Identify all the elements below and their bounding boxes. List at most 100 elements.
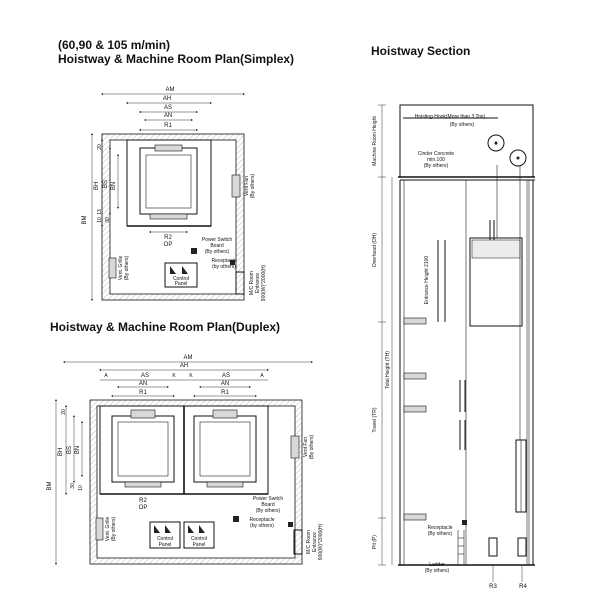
duplex-mr-entrance xyxy=(293,529,303,555)
duplex-power-switch-label: Power Switch xyxy=(253,496,284,502)
duplex-entrance-size: 900(W)*2000(H) xyxy=(318,523,324,560)
duplex-bh-label: BH xyxy=(58,448,64,456)
simplex-power-note: (By others) xyxy=(205,249,230,255)
hoistway-section: Hoisting Hook(More than 3 Ton) (By other… xyxy=(372,104,535,590)
duplex-plan: AM AH A AS K K AS A AN AN R1 R1 xyxy=(47,355,324,565)
simplex-vent-grille-label: Vent. Grille xyxy=(118,256,124,281)
section-r4-label: R4 xyxy=(519,584,527,590)
simplex-vent-grille-icon xyxy=(108,257,117,279)
simplex-op-label: OP xyxy=(164,242,173,248)
section-floor-slab-2 xyxy=(403,372,427,380)
duplex-r1-left-label: R1 xyxy=(139,390,147,396)
simplex-an-label: AN xyxy=(164,113,172,119)
hoistway-section-title: Hoistway Section xyxy=(371,44,471,58)
section-deflector-sheave xyxy=(509,149,527,167)
simplex-as-label: AS xyxy=(164,105,172,111)
simplex-r2-label: R2 xyxy=(164,235,172,241)
simplex-dim-20: 20 xyxy=(97,144,103,150)
simplex-power-switch-label: Power Switch xyxy=(202,237,233,243)
section-receptacle-note: (By others) xyxy=(428,531,453,537)
duplex-panel-left-label: Panel xyxy=(159,542,172,548)
duplex-vent-grille-note: (By others) xyxy=(111,516,117,541)
duplex-dim-10: 10 xyxy=(78,485,84,491)
duplex-car-right-inner xyxy=(199,421,251,477)
duplex-board-label: Board xyxy=(261,502,275,508)
simplex-guide-rail-top xyxy=(154,144,183,152)
simplex-panel-label: Panel xyxy=(175,281,188,287)
simplex-receptacle-icon xyxy=(230,260,235,265)
duplex-mr-access-label: M/C Room xyxy=(306,530,312,554)
duplex-as-right-label: AS xyxy=(222,373,230,379)
simplex-control-panel-icon xyxy=(170,266,188,274)
simplex-car-inner xyxy=(145,154,192,209)
duplex-sill-right xyxy=(206,481,244,488)
simplex-bn-label: BN xyxy=(111,182,117,190)
simplex-control-panel xyxy=(164,262,198,288)
speed-range-title: (60,90 & 105 m/min) xyxy=(58,38,171,52)
duplex-control-panel-right xyxy=(183,521,215,549)
section-floor-slab-4 xyxy=(403,513,427,521)
section-car xyxy=(469,237,523,327)
section-cwt-buffer xyxy=(517,537,527,557)
simplex-am-label: AM xyxy=(166,87,175,93)
simplex-board-label: Board xyxy=(210,243,224,249)
duplex-k-left-label: K xyxy=(172,373,176,379)
duplex-power-switch-icon xyxy=(233,516,239,522)
section-cinder-note: (By others) xyxy=(424,163,449,169)
duplex-vent-fan-label: Vent Fan xyxy=(303,437,309,457)
simplex-mr-access-label: M/C Room xyxy=(249,271,255,295)
simplex-vent-grille-note: (By others) xyxy=(124,255,130,280)
simplex-mr-entrance xyxy=(235,271,245,295)
section-ladder-label: Ladder xyxy=(429,562,445,568)
section-pit-label: Pit (P) xyxy=(372,535,378,549)
duplex-sill-left xyxy=(124,481,162,488)
simplex-receptacle-note: (by others) xyxy=(212,264,236,270)
duplex-ah-label: AH xyxy=(180,363,188,369)
simplex-r1-label: R1 xyxy=(164,123,172,129)
section-cinder-label: Cinder Concrete xyxy=(418,151,455,157)
simplex-dim-30: 30 xyxy=(105,217,111,223)
duplex-bn-label: BN xyxy=(75,446,81,454)
simplex-plan: AM AH AS AN R1 R2 OP BM BH BS BN 20 xyxy=(82,87,267,301)
duplex-guide-right xyxy=(212,409,238,419)
duplex-an-right-label: AN xyxy=(221,381,229,387)
duplex-an-left-label: AN xyxy=(139,381,147,387)
duplex-vent-fan-icon xyxy=(290,435,300,459)
simplex-vent-fan-label: Vent Fan xyxy=(244,176,250,196)
duplex-car-left-inner xyxy=(117,421,169,477)
duplex-receptacle-label: Receptacle xyxy=(249,517,274,523)
duplex-bm-label: BM xyxy=(47,481,53,490)
section-travel-label: Travel (TR) xyxy=(372,407,378,432)
section-car-buffer xyxy=(488,537,498,557)
duplex-op-label: OP xyxy=(139,505,148,511)
duplex-control-right-label: Control xyxy=(191,536,207,542)
simplex-entrance-label: Entrance xyxy=(255,273,261,293)
section-car-top xyxy=(471,239,521,259)
section-hook-label: Hoisting Hook(More than 3 Ton) xyxy=(415,114,486,120)
duplex-am-label: AM xyxy=(184,355,193,361)
section-overhead-label: Overhead (OH) xyxy=(372,233,378,268)
duplex-r2-label: R2 xyxy=(139,498,147,504)
duplex-entrance-label: Entrance xyxy=(312,532,318,552)
duplex-as-left-label: AS xyxy=(141,373,149,379)
duplex-plan-title: Hoistway & Machine Room Plan(Duplex) xyxy=(50,320,281,334)
simplex-control-label: Control xyxy=(173,276,189,282)
duplex-control-panel-left-icon xyxy=(154,525,171,533)
section-floor-slab-3 xyxy=(403,405,427,413)
duplex-bs-label: BS xyxy=(67,446,73,454)
duplex-a-right-label: A xyxy=(260,373,264,379)
section-hook-note: (By others) xyxy=(450,122,475,128)
duplex-vent-grille-icon xyxy=(95,517,104,541)
duplex-dim-30: 30 xyxy=(70,483,76,489)
simplex-bs-label: BS xyxy=(103,180,109,188)
duplex-control-panel-left xyxy=(149,521,181,549)
duplex-a-left-label: A xyxy=(104,373,108,379)
section-ladder-note: (By others) xyxy=(425,568,450,574)
simplex-receptacle-label: Receptacle xyxy=(211,258,236,264)
duplex-panel-right-label: Panel xyxy=(193,542,206,548)
duplex-dim-20: 20 xyxy=(61,409,67,415)
duplex-power-note: (By others) xyxy=(256,508,281,514)
section-min100-label: min.100 xyxy=(427,157,445,163)
simplex-entrance-size: 900(W)*2000(H) xyxy=(261,264,267,301)
simplex-bh-label: BH xyxy=(94,182,100,190)
